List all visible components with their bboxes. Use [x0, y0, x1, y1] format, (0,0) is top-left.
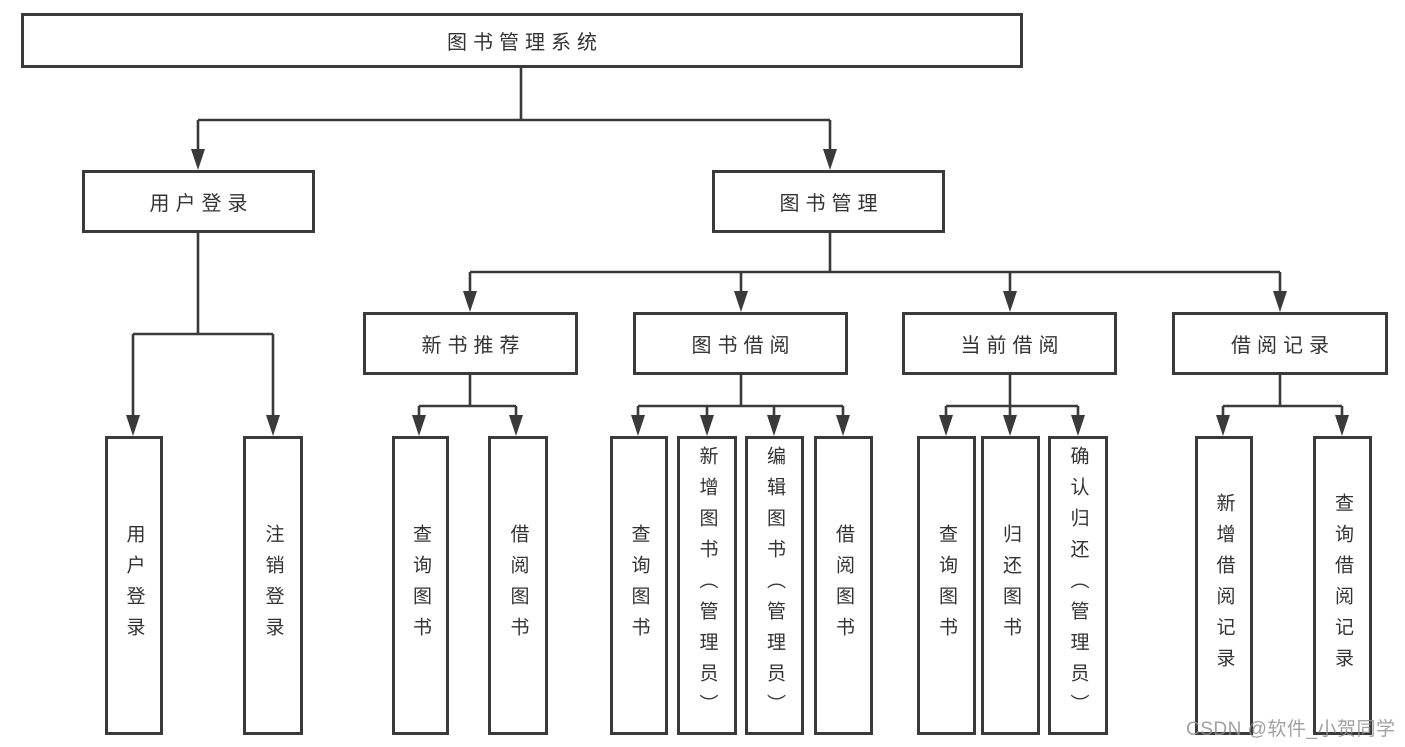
leaf-query-book-under-borrow: 查询图书: [610, 436, 668, 735]
node-library-management-system: 图书管理系统: [21, 13, 1023, 68]
leaf-user-login: 用户登录: [105, 436, 163, 735]
leaf-query-book-under-current: 查询图书: [917, 436, 976, 735]
csdn-watermark: CSDN @软件_小贺同学: [1186, 719, 1396, 740]
node-current-borrow: 当前借阅: [902, 312, 1117, 375]
node-book-borrow: 图书借阅: [633, 312, 848, 375]
node-borrow-record: 借阅记录: [1172, 312, 1388, 375]
leaf-logout: 注销登录: [243, 436, 303, 735]
leaf-add-borrow-record: 新增借阅记录: [1195, 436, 1253, 735]
leaf-query-book-under-recommend: 查询图书: [392, 436, 449, 735]
connector-book-borrow-children: [631, 375, 850, 436]
leaf-add-book-admin: 新增图书（管理员）: [677, 436, 737, 735]
leaf-return-book: 归还图书: [981, 436, 1040, 735]
connector-new-book-children: [412, 375, 523, 436]
leaf-confirm-return-admin: 确认归还（管理员）: [1048, 436, 1108, 735]
connector-book-management-children: [463, 233, 1287, 312]
connector-current-borrow-children: [939, 375, 1085, 436]
leaf-borrow-book-under-recommend: 借阅图书: [488, 436, 548, 735]
connector-user-login-children: [126, 232, 280, 436]
node-user-login: 用户登录: [82, 170, 315, 233]
leaf-query-borrow-record: 查询借阅记录: [1313, 436, 1372, 735]
leaf-edit-book-admin: 编辑图书（管理员）: [745, 436, 804, 735]
leaf-borrow-book-under-borrow: 借阅图书: [814, 436, 873, 735]
connector-borrow-record-children: [1216, 375, 1349, 436]
node-book-management: 图书管理: [712, 170, 945, 233]
node-new-book-recommend: 新书推荐: [363, 312, 578, 375]
connector-root-to-level2: [191, 67, 837, 170]
